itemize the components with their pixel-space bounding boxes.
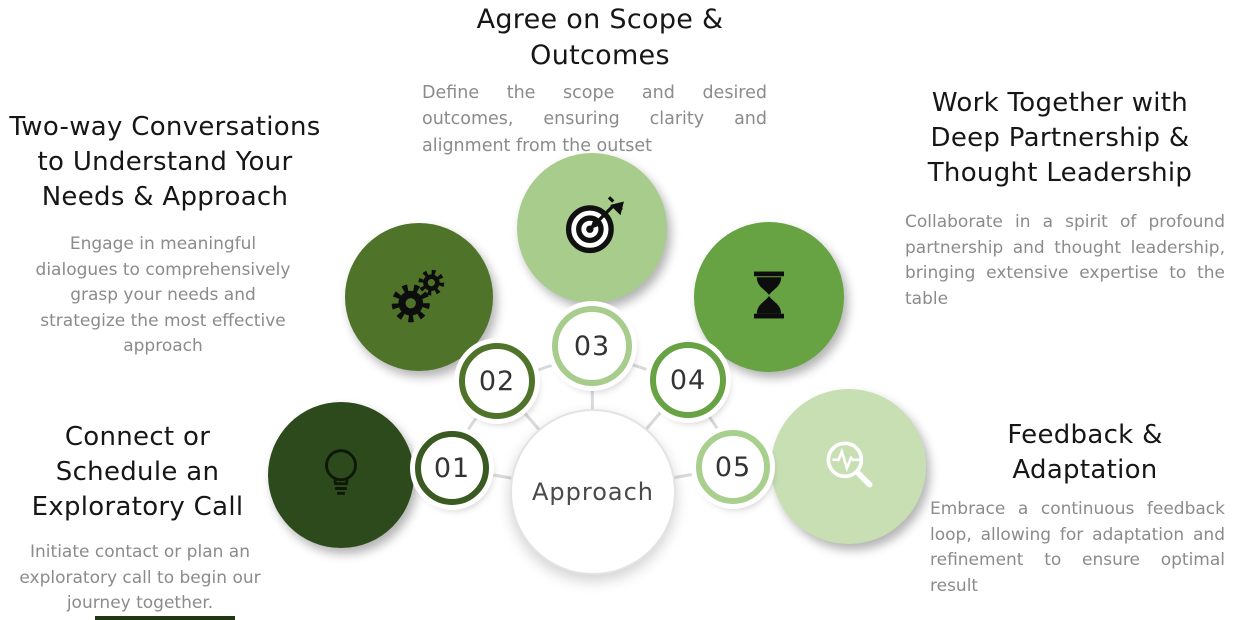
step-02-circle bbox=[345, 223, 493, 371]
step-04-heading: Work Together with Deep Partnership & Th… bbox=[927, 88, 1193, 189]
step-05-number-circle: 05 bbox=[696, 430, 770, 504]
step-03-circle bbox=[517, 153, 667, 303]
step-01-heading: Connect or Schedule an Exploratory Call bbox=[31, 422, 244, 523]
step-05-heading: Feedback & Adaptation bbox=[1007, 420, 1163, 486]
step-number: 05 bbox=[714, 451, 752, 483]
step-number: 02 bbox=[478, 365, 516, 397]
step-number: 01 bbox=[433, 452, 471, 484]
step-02-heading: Two-way Conversations to Understand Your… bbox=[9, 112, 321, 213]
bottom-edge-artifact bbox=[95, 616, 235, 620]
center-label: Approach bbox=[531, 478, 655, 506]
step-01-circle bbox=[268, 402, 414, 548]
step-03-number-circle: 03 bbox=[552, 306, 632, 386]
hourglass-icon bbox=[739, 265, 799, 329]
lightbulb-icon bbox=[310, 442, 372, 508]
step-05-circle bbox=[771, 389, 926, 544]
step-04-body: Collaborate in a spirit of profound part… bbox=[905, 212, 1225, 309]
step-02-body: Engage in meaningful dialogues to compre… bbox=[35, 234, 291, 356]
step-01-body: Initiate contact or plan an exploratory … bbox=[19, 542, 261, 613]
step-03-heading: Agree on Scope & Outcomes bbox=[476, 4, 724, 72]
step-01-number-circle: 01 bbox=[415, 431, 489, 505]
step-05-body: Embrace a continuous feedback loop, allo… bbox=[930, 499, 1225, 596]
step-03-body: Define the scope and desired outcomes, e… bbox=[422, 83, 767, 156]
center-approach-circle: Approach bbox=[510, 409, 676, 575]
target-icon bbox=[558, 192, 626, 264]
step-number: 04 bbox=[669, 364, 707, 396]
step-04-number-circle: 04 bbox=[650, 342, 726, 418]
gears-icon bbox=[386, 262, 452, 332]
step-02-number-circle: 02 bbox=[459, 343, 535, 419]
step-04-circle bbox=[694, 222, 844, 372]
pulse-magnifier-icon bbox=[816, 432, 882, 502]
step-number: 03 bbox=[573, 330, 611, 362]
